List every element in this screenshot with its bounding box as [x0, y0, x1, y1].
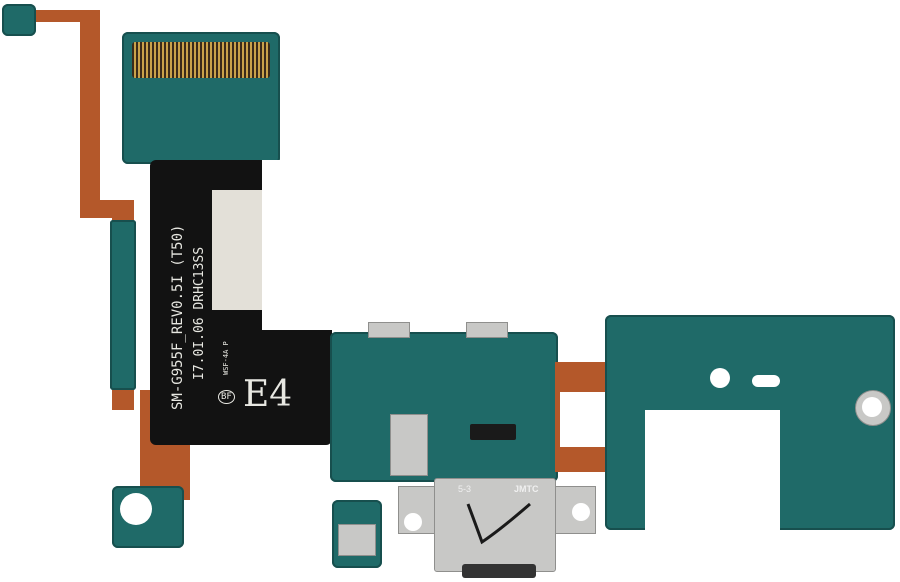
- antenna-flex-green-strip: [110, 220, 136, 390]
- flex-cutout: [262, 160, 362, 330]
- fpc-connector: [470, 424, 516, 440]
- bridge-cutout: [560, 392, 610, 447]
- antenna-flex-vertical: [80, 10, 100, 210]
- right-screw-hole: [862, 397, 882, 417]
- right-hole: [710, 368, 730, 388]
- board-to-board-connector: [132, 42, 270, 78]
- connector-label-right: JMTC: [514, 484, 539, 494]
- slot-hole: [752, 375, 780, 387]
- checkmark-marker: [466, 502, 531, 545]
- central-pcb: [330, 332, 558, 482]
- screw-hole: [120, 493, 152, 525]
- microphone: [338, 524, 376, 556]
- shield-tab-left: [368, 322, 410, 338]
- silkscreen-revision-mark: E4: [243, 374, 293, 415]
- silkscreen-model-text: SM-G955F_REV0.5I (T50): [170, 224, 186, 410]
- right-pcb-cutout: [645, 410, 780, 540]
- metal-bracket: [390, 414, 428, 476]
- antenna-contact-pad: [2, 4, 36, 36]
- silkscreen-bf-mark: BF: [218, 390, 235, 404]
- mount-hole-left: [404, 513, 422, 531]
- label-sticker: [212, 190, 262, 310]
- shield-tab-right: [466, 322, 508, 338]
- silkscreen-small-code: WSF-4A P: [222, 341, 230, 375]
- usb-c-opening: [462, 564, 536, 578]
- silkscreen-date-text: I7.0I.06 DRHC13SS: [192, 246, 207, 380]
- mount-hole-right: [572, 503, 590, 521]
- connector-label-left: 5-3: [458, 484, 472, 494]
- usb-c-port: [434, 478, 556, 572]
